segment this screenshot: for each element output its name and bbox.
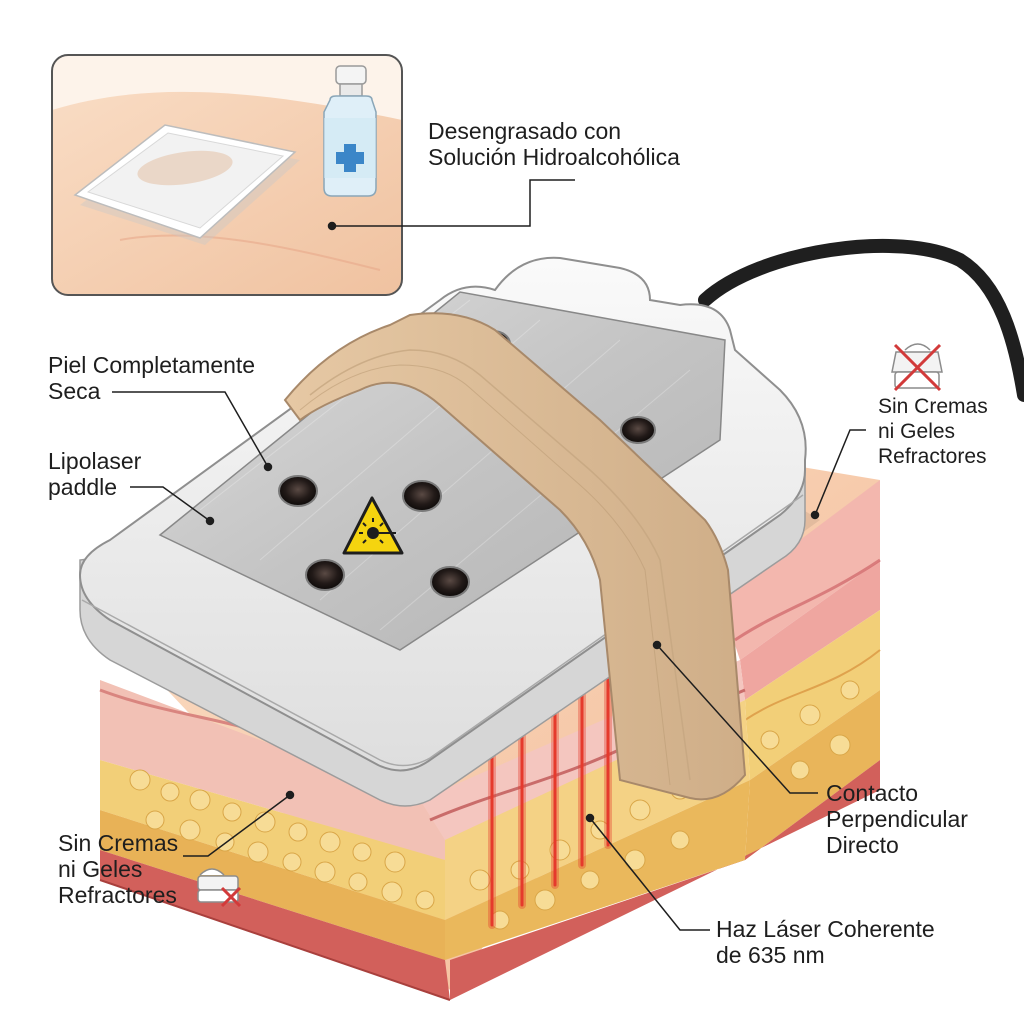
label-degrease-line2: Solución Hidroalcohólica: [428, 144, 680, 170]
antiseptic-bottle-icon: [323, 65, 377, 197]
label-no-creams-right-line3: Refractores: [878, 445, 987, 468]
label-dry-skin: Piel Completamente Seca: [48, 352, 255, 404]
gauze-pad-icon: [73, 124, 300, 245]
leader-contact: [652, 640, 818, 794]
label-paddle-line1: Lipolaser: [48, 448, 142, 474]
label-dry-skin-line1: Piel Completamente: [48, 352, 256, 378]
label-contact-line1: Contacto: [826, 780, 919, 806]
label-contact-line2: Perpendicular: [826, 806, 968, 832]
leader-no-creams-left: [183, 790, 295, 857]
label-paddle-line2: paddle: [48, 474, 118, 500]
no-cream-icon: [197, 868, 242, 908]
label-no-creams-left-line1: Sin Cremas: [58, 830, 179, 856]
label-contact: Contacto Perpendicular Directo: [826, 780, 968, 858]
leader-dry-skin: [112, 391, 273, 472]
no-cream-icon: [891, 343, 943, 392]
cable: [698, 238, 1024, 402]
leader-paddle: [130, 486, 215, 526]
label-no-creams-right: Sin Cremas ni Geles Refractores: [878, 394, 988, 469]
label-laser-beam-line2: de 635 nm: [716, 942, 825, 968]
label-paddle: Lipolaser paddle: [48, 448, 141, 500]
elastic-strap: [283, 312, 747, 801]
label-degrease: Desengrasado con Solución Hidroalcohólic…: [428, 118, 680, 170]
label-dry-skin-line2: Seca: [48, 378, 101, 404]
leader-no-creams-right: [810, 429, 866, 520]
laser-warning-icon: [342, 496, 404, 555]
label-no-creams-right-line1: Sin Cremas: [878, 395, 988, 418]
label-no-creams-left-line2: ni Geles: [58, 856, 143, 882]
label-no-creams-left: Sin Cremas ni Geles Refractores: [58, 830, 178, 908]
leader-lines: [112, 179, 866, 931]
label-no-creams-right-line2: ni Geles: [878, 420, 956, 443]
leader-degrease: [327, 179, 575, 231]
inset-panel: [51, 54, 403, 296]
label-degrease-line1: Desengrasado con: [428, 118, 622, 144]
lipolaser-paddle: [78, 256, 820, 807]
label-laser-beam: Haz Láser Coherente de 635 nm: [716, 916, 935, 968]
leader-laser-beam: [585, 813, 710, 931]
laser-beams: [488, 676, 612, 929]
label-laser-beam-line1: Haz Láser Coherente: [716, 916, 935, 942]
label-no-creams-left-line3: Refractores: [58, 882, 177, 908]
label-contact-line3: Directo: [826, 832, 899, 858]
